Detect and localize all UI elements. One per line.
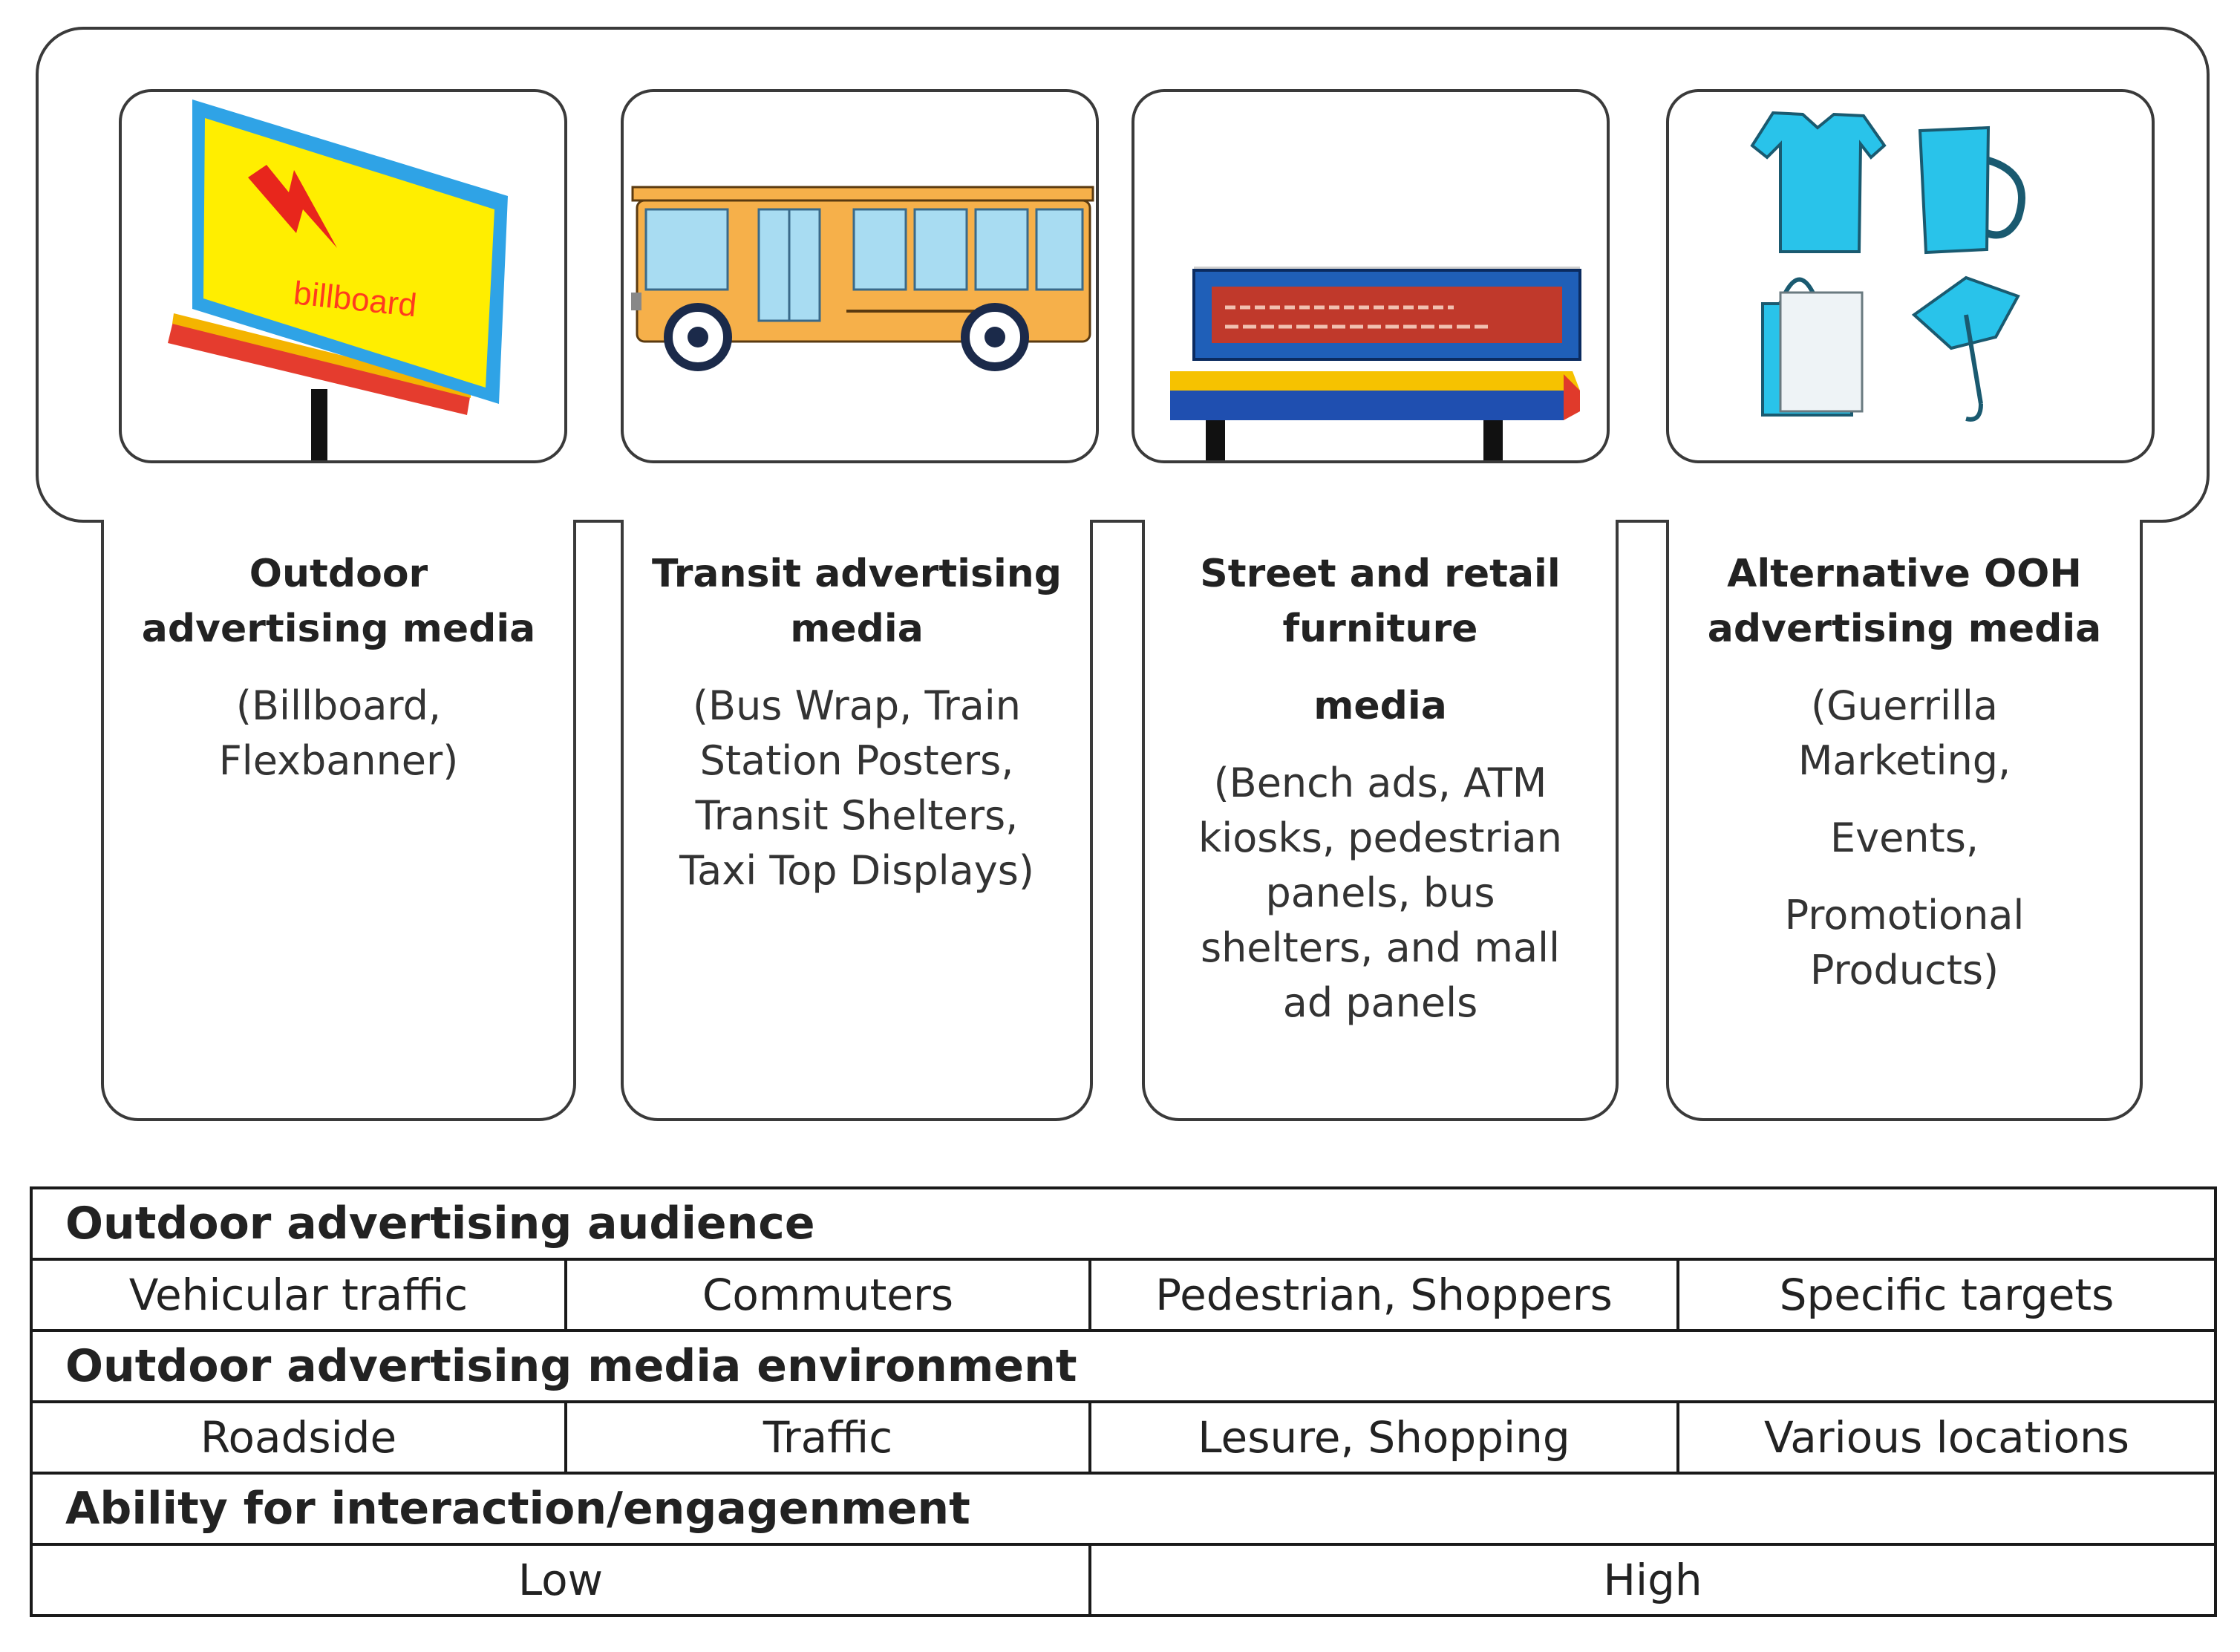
street-furniture-media-card: Street and retail furniture media (Bench… [1142,520,1619,1121]
card-title-line: media [790,607,924,651]
card-description-line: Events, [1830,814,1979,861]
card-description-line: (Bus Wrap, Train [692,682,1022,729]
mug-icon [1918,125,2025,255]
table-cell: Low [30,1543,1091,1617]
table-cell: Various locations [1676,1400,2218,1475]
tote-bag-icon [1761,277,1864,417]
table-cell: Traffic [564,1400,1091,1475]
card-title: Street and retail furniture media [1145,546,1616,734]
table-row: Ability for interaction/engagenment [29,1472,2218,1546]
card-description: (Billboard, Flexbanner) [104,679,573,789]
card-description-line: Marketing, [1797,737,2011,784]
card-description-line: Taxi Top Displays) [679,847,1034,894]
card-description: (Bench ads, ATM kiosks, pedestrian panel… [1145,756,1616,1031]
card-description-line: Promotional [1784,892,2025,938]
card-description-line: ad panels [1282,979,1478,1026]
card-description-line: (Billboard, [235,682,442,729]
card-title: Transit advertising media [624,546,1090,656]
card-title-line: Street and retail [1200,552,1561,596]
table-row: Low High [30,1543,2218,1617]
card-title-line: Transit advertising [651,552,1062,596]
card-description: (Guerrilla Marketing, Events, Promotiona… [1669,679,2140,998]
card-title: Alternative OOH advertising media [1669,546,2140,656]
alternative-ooh-media-card: Alternative OOH advertising media (Guerr… [1666,520,2143,1121]
interaction-header: Ability for interaction/engagenment [29,1472,2218,1546]
table-cell: Pedestrian, Shoppers [1088,1258,1679,1332]
table-cell: Commuters [564,1258,1091,1332]
transit-media-card: Transit advertising media (Bus Wrap, Tra… [621,520,1093,1121]
card-title-line: advertising media [1707,607,2102,651]
card-description-line: kiosks, pedestrian [1198,814,1562,861]
audience-header: Outdoor advertising audience [29,1186,2218,1261]
table-row: Roadside Traffic Lesure, Shopping Variou… [30,1400,2218,1475]
lightning-bolt-icon [248,165,337,248]
card-title-line: media [1313,684,1447,728]
outdoor-media-card: Outdoor advertising media (Billboard, Fl… [101,520,576,1121]
card-description-line: panels, bus [1265,869,1495,916]
card-description-line: Products) [1809,947,1999,993]
table-cell: Lesure, Shopping [1088,1400,1679,1475]
table-row: Vehicular traffic Commuters Pedestrian, … [30,1258,2218,1332]
card-description-line: Flexbanner) [218,737,459,784]
table-cell: High [1088,1543,2218,1617]
bus-picture [621,89,1099,463]
t-shirt-icon [1750,111,1887,253]
card-description-line: Station Posters, [699,737,1014,784]
table-cell: Specific targets [1676,1258,2218,1332]
card-description-line: (Bench ads, ATM [1213,760,1547,806]
table-cell: Roadside [30,1400,567,1475]
table-cell: Vehicular traffic [30,1258,567,1332]
card-description-line: shelters, and mall [1200,924,1561,971]
promotional-items-picture [1666,89,2155,463]
card-title-line: advertising media [141,607,536,651]
card-description-line: (Guerrilla [1811,682,1998,729]
card-title: Outdoor advertising media [104,546,573,656]
billboard-picture: billboard [119,89,567,463]
card-title-line: Outdoor [249,552,428,596]
table-row: Outdoor advertising audience [29,1186,2218,1261]
card-title-line: furniture [1282,607,1478,651]
table-row: Outdoor advertising media environment [29,1329,2218,1403]
umbrella-icon [1911,275,2020,422]
bench-picture [1132,89,1610,463]
environment-header: Outdoor advertising media environment [29,1329,2218,1403]
media-characteristics-table: Outdoor advertising audience Vehicular t… [29,1186,2218,1617]
card-title-line: Alternative OOH [1727,552,2082,596]
card-description: (Bus Wrap, Train Station Posters, Transi… [624,679,1090,898]
card-description-line: Transit Shelters, [695,792,1019,839]
